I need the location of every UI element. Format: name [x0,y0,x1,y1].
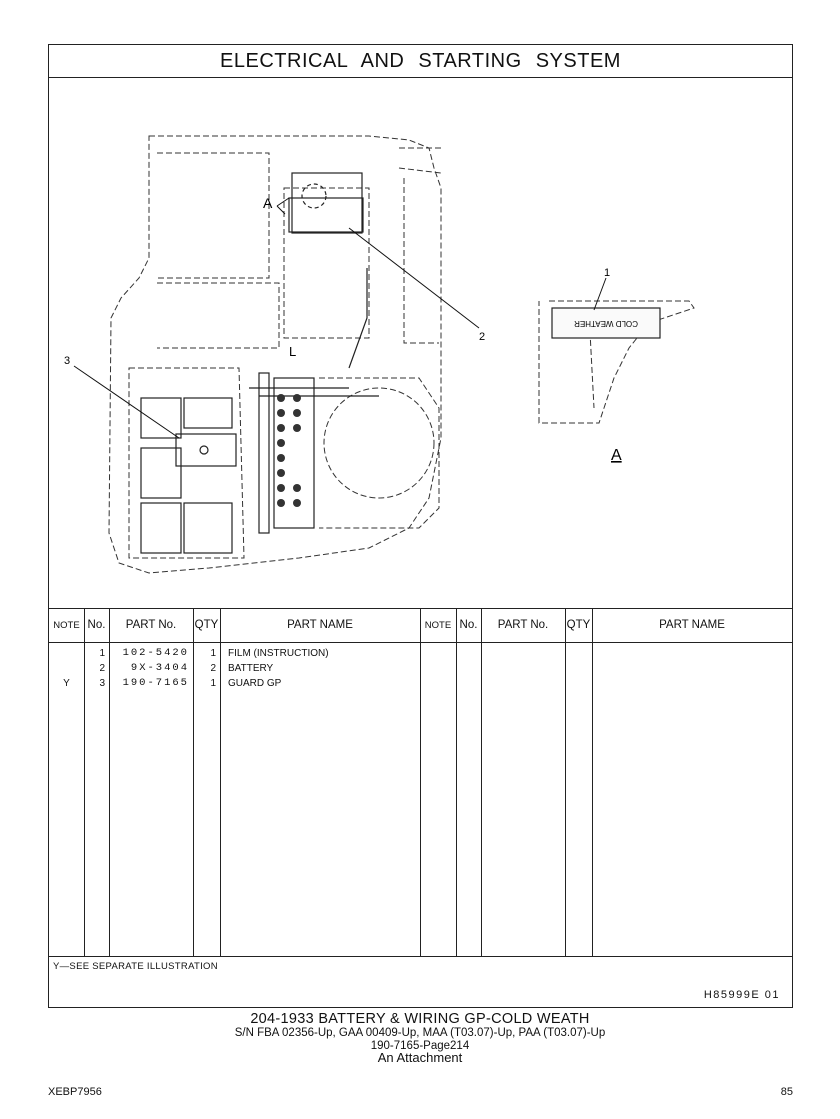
caption-page-ref: 190-7165-Page214 [370,1040,470,1052]
row-1-part-no: 102-5420 [122,647,189,659]
row-1-note [49,646,84,661]
parts-table: NOTE No. PART No. QTY PART NAME NOTE No.… [49,608,792,957]
header-no: No. [87,619,106,631]
col-no [84,609,110,957]
row-2-note [49,661,84,676]
col-note-2 [420,609,457,957]
view-label-a: A [263,195,273,211]
header-note: NOTE [53,620,80,631]
document-id: XEBP7956 [48,1086,102,1098]
footnote-text: Y—SEE SEPARATE ILLUSTRATION [53,961,218,972]
callout-2: 2 [479,331,485,343]
col-qty-2 [565,609,593,957]
row-2-part-no: 9X-3404 [130,662,189,674]
header-note-2: NOTE [424,620,452,631]
caption-serials: S/N FBA 02356-Up, GAA 00409-Up, MAA (T03… [234,1027,606,1039]
header-no-2: No. [459,619,478,631]
header-part-no-2: PART No. [497,619,549,631]
col-note [49,609,85,957]
row-2-qty: 2 [210,663,216,674]
row-3-part-name: GUARD GP [228,678,282,689]
col-part-no-2 [481,609,566,957]
row-1-qty: 1 [210,648,216,659]
row-3-part-no: 190-7165 [122,677,189,689]
view-letter-l: L [289,344,296,359]
row-1-part-name: FILM (INSTRUCTION) [228,648,329,659]
col-no-2 [456,609,482,957]
header-qty-2: QTY [566,619,591,631]
row-1-no: 1 [99,648,105,659]
page-number: 85 [780,1086,793,1098]
row-2-part-name: BATTERY [228,663,274,674]
illustration-number: H85999E 01 [703,989,780,1001]
caption-title: 204-1933 BATTERY & WIRING GP-COLD WEATH [250,1011,590,1027]
header-part-name: PART NAME [287,619,353,631]
row-3-no: 3 [99,678,105,689]
callout-3: 3 [64,355,70,367]
row-3-qty: 1 [210,678,216,689]
caption-attachment: An Attachment [377,1050,463,1065]
illustration: 3 2 1 A A L COLD WEATHER [49,78,792,608]
view-label-a-detail: A [611,447,622,464]
decal-text: COLD WEATHER [574,319,638,328]
footnote-area: Y—SEE SEPARATE ILLUSTRATION H85999E 01 [49,956,792,1009]
col-qty [193,609,221,957]
row-3-note: Y [63,678,70,689]
col-part-name [220,609,421,957]
page-title: ELECTRICAL AND STARTING SYSTEM [49,45,792,78]
col-part-no [109,609,194,957]
header-part-name-2: PART NAME [659,619,725,631]
callout-1: 1 [604,267,610,279]
parts-diagram: 3 2 1 A A L COLD WEATHER [64,135,695,574]
page-frame: ELECTRICAL AND STARTING SYSTEM [48,44,793,1008]
header-part-no: PART No. [125,619,177,631]
row-2-no: 2 [99,663,105,674]
header-qty: QTY [194,619,219,631]
